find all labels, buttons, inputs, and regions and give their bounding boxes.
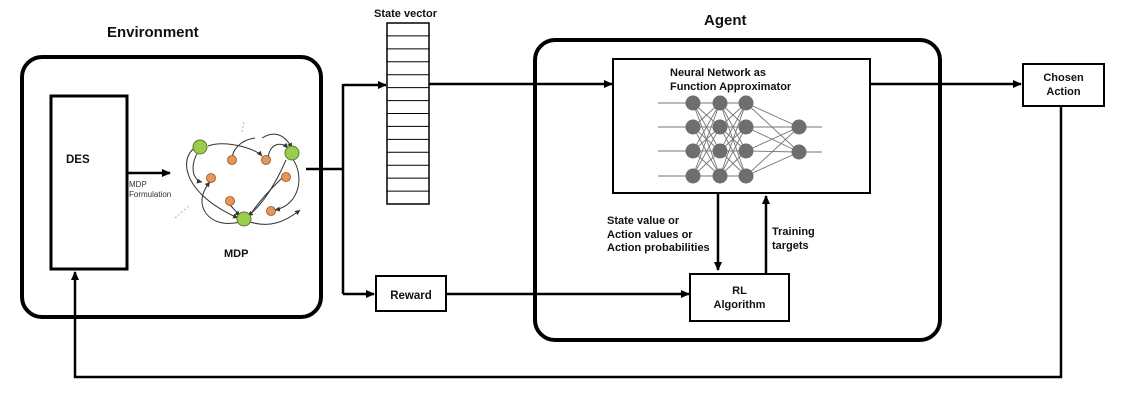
nn-label: Neural Network as Function Approximator <box>670 67 792 93</box>
des-box <box>49 94 129 271</box>
nn-node <box>712 143 728 159</box>
outputs-label: State value or Action values or Action p… <box>607 215 710 254</box>
rl-algorithm-label: RL Algorithm <box>713 285 766 311</box>
nn-node <box>685 143 701 159</box>
action-feedback-arrow <box>71 106 1063 379</box>
nn-node <box>738 119 754 135</box>
mdp-formulation-label: MDP Formulation <box>129 180 172 199</box>
chosen-action-box <box>1022 63 1105 107</box>
nn-edge <box>719 126 747 177</box>
nn-node <box>738 143 754 159</box>
nn-node <box>791 119 807 135</box>
nn-node <box>685 168 701 184</box>
nn-node <box>738 168 754 184</box>
nn-node <box>791 144 807 160</box>
nn-edge <box>692 102 721 152</box>
nn-edge <box>745 126 800 153</box>
agent-title: Agent <box>704 12 747 29</box>
nn-edge <box>692 102 721 177</box>
mdp-label: MDP <box>224 248 249 260</box>
nn-edge <box>745 102 800 128</box>
environment-box <box>20 55 323 319</box>
nn-edge <box>745 126 800 152</box>
nn-node <box>685 119 701 135</box>
nn-edge <box>719 102 747 177</box>
training-targets-label: Training targets <box>772 226 815 252</box>
nn-node <box>685 95 701 111</box>
nn-edge <box>745 126 800 177</box>
nn-node <box>738 95 754 111</box>
state-vector-title: State vector <box>374 8 437 20</box>
rl-algorithm-box <box>689 273 790 322</box>
environment-title: Environment <box>107 24 199 41</box>
nn-edge <box>719 102 747 152</box>
reward-box <box>375 275 447 312</box>
nn-edge <box>745 151 800 177</box>
nn-edge <box>745 102 800 153</box>
nn-node <box>712 95 728 111</box>
des-label: DES <box>66 154 90 166</box>
nn-node <box>712 168 728 184</box>
state-vector <box>386 22 430 205</box>
reward-label: Reward <box>390 290 432 302</box>
mdp-graph <box>174 121 301 227</box>
agent-box <box>533 38 942 342</box>
nn-node <box>712 119 728 135</box>
neural-network-graphic <box>658 95 822 184</box>
chosen-action-label: Chosen Action <box>1043 72 1084 98</box>
nn-edge <box>692 126 721 177</box>
